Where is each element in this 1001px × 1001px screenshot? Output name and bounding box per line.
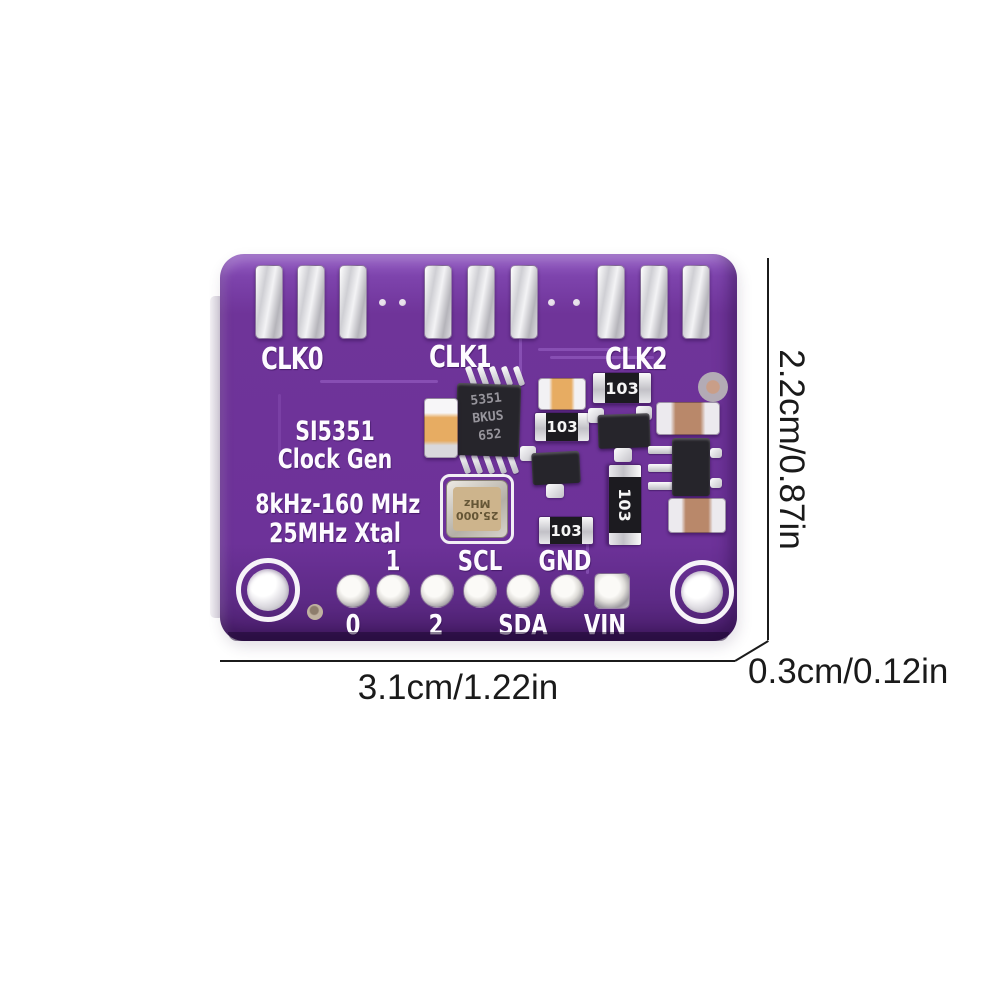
resistor-end xyxy=(539,517,551,544)
silkscreen-spec-line2: 25MHz Xtal xyxy=(269,518,401,549)
mounting-hole-bore xyxy=(247,569,289,611)
resistor-end xyxy=(577,413,589,441)
thickness-dimension-label: 0.3cm/0.12in xyxy=(748,652,949,691)
board-bottom-edge xyxy=(228,632,729,641)
crystal-marking-unit: MHz xyxy=(463,497,491,510)
tantalum-capacitor xyxy=(668,498,726,533)
pcb-trace xyxy=(519,338,522,380)
pin-label-scl: SCL xyxy=(457,544,503,577)
width-dimension-label: 3.1cm/1.22in xyxy=(357,668,559,707)
clk0-label: CLK0 xyxy=(261,342,324,377)
clk0-pad-1 xyxy=(255,265,283,339)
regulator-lead xyxy=(648,464,674,472)
ic-pin xyxy=(500,365,514,387)
capacitor xyxy=(424,398,458,458)
pcb-trace xyxy=(550,356,654,359)
pin-hole-gnd xyxy=(550,574,584,608)
ic-pin xyxy=(512,365,526,387)
solder-pad xyxy=(546,484,564,498)
resistor-code: 103 xyxy=(550,517,582,544)
crystal-can: 25.000 MHz xyxy=(446,480,508,538)
via xyxy=(573,299,580,306)
silkscreen-spec-line1: 8kHz-160 MHz xyxy=(255,489,421,520)
solder-pad xyxy=(710,478,722,488)
resistor-end xyxy=(581,517,593,544)
resistor-code: 103 xyxy=(546,413,578,441)
dimension-line-width xyxy=(220,660,735,662)
pcb-trace xyxy=(278,394,281,454)
crystal-face: 25.000 MHz xyxy=(453,487,501,531)
regulator-lead xyxy=(648,446,674,454)
clk2-pad-3 xyxy=(682,265,710,339)
via xyxy=(548,299,555,306)
capacitor xyxy=(538,378,586,410)
dimension-line-height xyxy=(767,258,769,640)
pcb-trace xyxy=(586,542,589,574)
resistor-103: 103 xyxy=(608,464,642,546)
clk1-pad-1 xyxy=(424,265,452,339)
pin-hole-0 xyxy=(336,574,370,608)
pin-hole-vin xyxy=(594,573,630,609)
mounting-hole-right xyxy=(670,560,734,624)
voltage-regulator xyxy=(648,436,724,498)
via xyxy=(399,299,406,306)
pin-hole-1 xyxy=(376,574,410,608)
mounting-hole-bore xyxy=(681,571,723,613)
via-small xyxy=(307,604,323,620)
via-large xyxy=(698,372,728,402)
regulator-body xyxy=(672,438,710,496)
pcb-trace xyxy=(538,348,630,351)
pcb-board: CLK0 CLK1 CLK2 SI5351 Clock Gen 8kHz-160… xyxy=(220,254,737,641)
transistor xyxy=(520,444,590,498)
resistor-103: 103 xyxy=(592,372,652,404)
clk2-label: CLK2 xyxy=(605,342,668,377)
main-ic: 5351 BKUS 652 xyxy=(452,365,526,475)
resistor-end xyxy=(639,373,651,403)
clk2-pad-1 xyxy=(597,265,625,339)
transistor xyxy=(588,406,658,462)
clk1-pad-2 xyxy=(467,265,495,339)
mounting-hole-left xyxy=(236,558,300,622)
pin-label-1: 1 xyxy=(385,544,401,577)
pcb-trace xyxy=(320,380,438,383)
tantalum-capacitor xyxy=(656,402,720,435)
via xyxy=(379,299,386,306)
resistor-103: 103 xyxy=(534,412,590,442)
transistor-body xyxy=(531,450,581,486)
ic-pin xyxy=(458,453,472,475)
pin-label-gnd: GND xyxy=(538,544,592,577)
ic-pin xyxy=(494,453,508,475)
resistor-103: 103 xyxy=(538,516,594,545)
resistor-end xyxy=(593,373,605,403)
clk2-pad-2 xyxy=(640,265,668,339)
transistor-body xyxy=(597,413,651,449)
resistor-end xyxy=(609,465,641,477)
pin-hole-sda xyxy=(506,574,540,608)
clk0-pad-2 xyxy=(297,265,325,339)
pin-hole-scl xyxy=(463,574,497,608)
ic-pin xyxy=(482,453,496,475)
main-ic-body: 5351 BKUS 652 xyxy=(454,382,522,458)
silkscreen-title-line1: SI5351 xyxy=(295,416,375,447)
regulator-lead xyxy=(648,482,674,490)
clk0-pad-3 xyxy=(339,265,367,339)
crystal-marking-freq: 25.000 xyxy=(455,509,499,522)
solder-pad xyxy=(614,448,632,462)
clk1-pad-3 xyxy=(510,265,538,339)
resistor-end xyxy=(535,413,547,441)
crystal: 25.000 MHz xyxy=(440,474,514,544)
solder-pad xyxy=(710,448,722,458)
resistor-code: 103 xyxy=(605,373,639,403)
resistor-code: 103 xyxy=(609,477,641,533)
pin-hole-2 xyxy=(420,574,454,608)
height-dimension-label: 2.2cm/0.87in xyxy=(772,349,811,550)
resistor-end xyxy=(609,533,641,545)
silkscreen-title-line2: Clock Gen xyxy=(277,444,393,475)
ic-pin xyxy=(470,453,484,475)
